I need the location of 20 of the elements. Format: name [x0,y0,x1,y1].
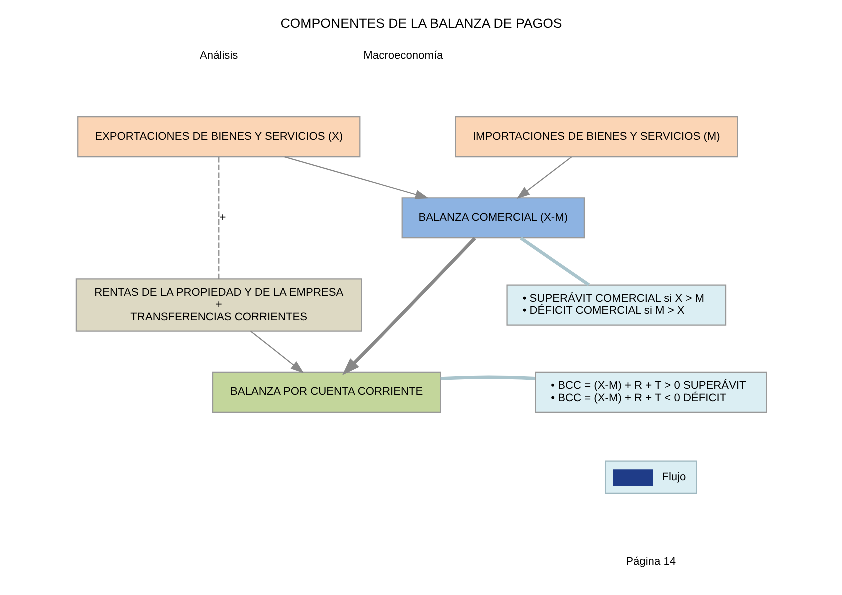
arrow [342,237,476,376]
diagram-title: COMPONENTES DE LA BALANZA DE PAGOS [280,16,562,31]
connector [520,236,590,287]
node-box: EXPORTACIONES DE BIENES Y SERVICIOS (X) [77,116,360,158]
label: Macroeconomía [363,50,443,62]
connector [218,157,220,280]
label: Página 14 [626,556,676,568]
node-box: BALANZA POR CUENTA CORRIENTE [212,372,441,413]
arrow [250,330,304,374]
label: Análisis [200,50,238,62]
edge-label: + [219,212,226,224]
arrow [516,156,572,200]
node-box: RENTAS DE LA PROPIEDAD Y DE LA EMPRESA + TRANSFERENCIAS CORRIENTES [75,278,362,332]
arrow [284,156,428,200]
legend-label: Flujo [662,472,686,484]
node-box: BALANZA COMERCIAL (X-M) [401,198,584,239]
connector [440,376,535,380]
node-box: • SUPERÁVIT COMERCIAL si X > M • DÉFICIT COMERCIAL si M > X [506,284,726,326]
node-box: • BCC = (X-M) + R + T > 0 SUPERÁVIT • BCC = (X-M) + R + T < 0 DÉFICIT [534,372,767,413]
node-box: IMPORTACIONES DE BIENES Y SERVICIOS (M) [454,116,738,158]
